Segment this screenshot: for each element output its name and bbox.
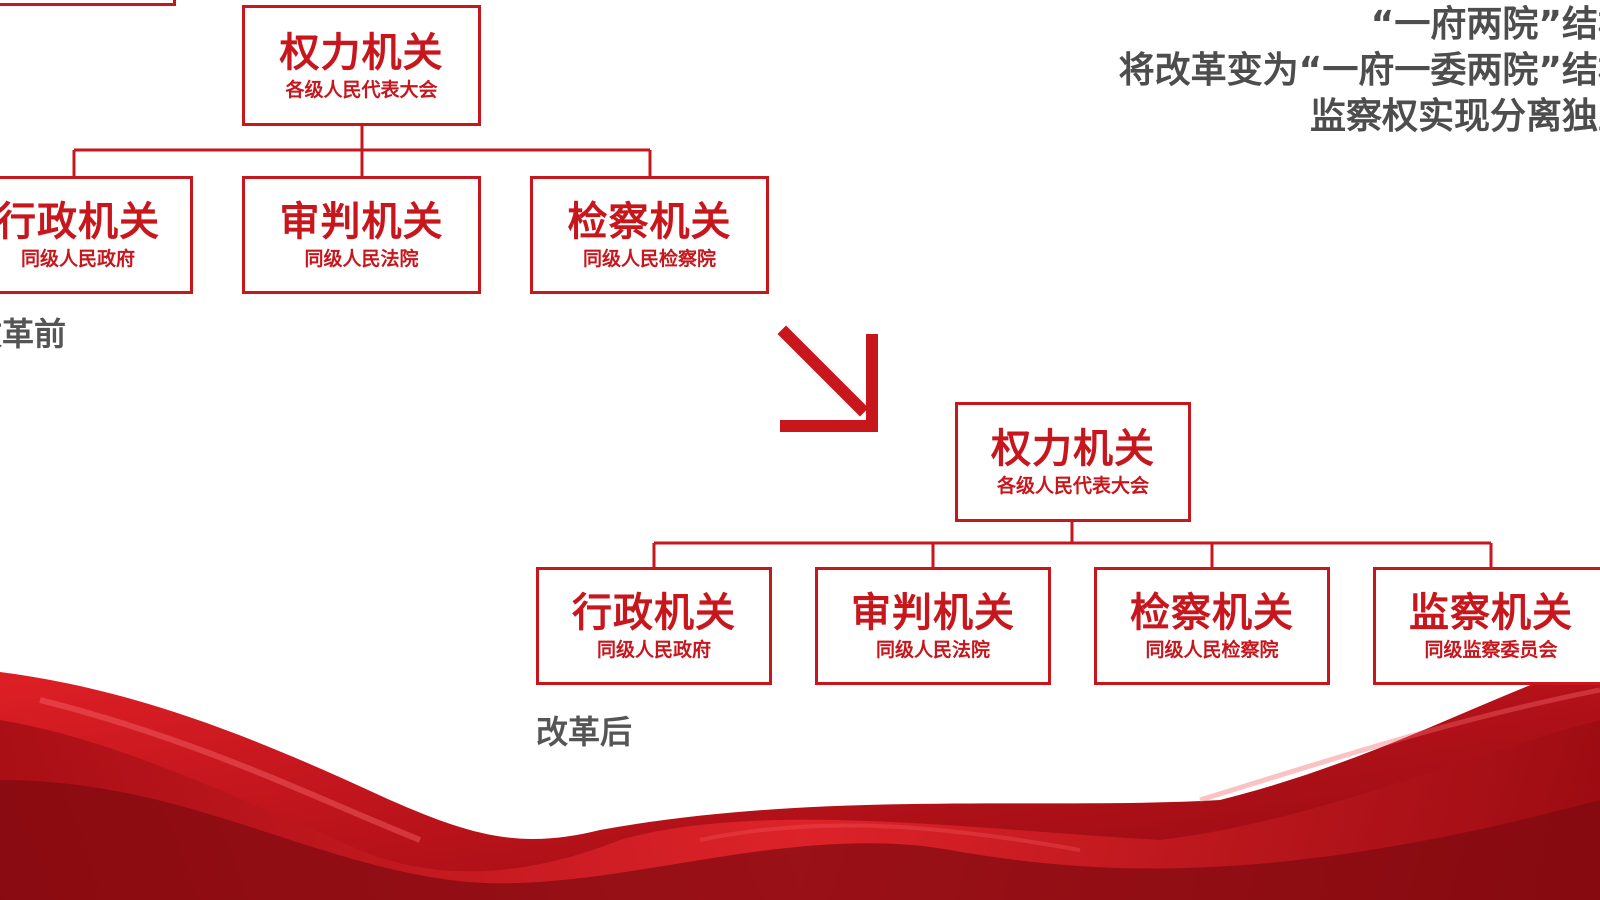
after-box-procuratorial: 检察机关 同级人民检察院 xyxy=(1094,567,1330,685)
partial-box-top-left xyxy=(0,0,176,6)
after-administrative-subtitle: 同级人民政府 xyxy=(596,639,711,661)
before-root-title: 权力机关 xyxy=(279,29,444,76)
after-root-box: 权力机关 各级人民代表大会 xyxy=(955,402,1191,522)
before-box-judicial: 审判机关 同级人民法院 xyxy=(242,176,481,294)
after-box-administrative: 行政机关 同级人民政府 xyxy=(536,567,772,685)
headline: “一府两院”结构 将改革变为“一府一委两院”结构 监察权实现分离独立 xyxy=(1119,2,1600,140)
after-administrative-title: 行政机关 xyxy=(572,590,736,636)
headline-line-1: “一府两院”结构 xyxy=(1370,4,1600,45)
after-box-judicial: 审判机关 同级人民法院 xyxy=(815,567,1051,685)
after-supervisory-title: 监察机关 xyxy=(1409,590,1573,636)
before-box-administrative: 行政机关 同级人民政府 xyxy=(0,176,193,294)
after-procuratorial-title: 检察机关 xyxy=(1130,590,1294,636)
after-root-subtitle: 各级人民代表大会 xyxy=(996,475,1149,497)
headline-line-2: 将改革变为“一府一委两院”结构 xyxy=(1118,50,1600,91)
before-administrative-title: 行政机关 xyxy=(0,199,160,245)
after-supervisory-subtitle: 同级监察委员会 xyxy=(1424,639,1558,661)
before-box-procuratorial: 检察机关 同级人民检察院 xyxy=(530,176,769,294)
after-box-supervisory: 监察机关 同级监察委员会 xyxy=(1373,567,1600,685)
after-judicial-subtitle: 同级人民法院 xyxy=(875,639,990,661)
before-root-box: 权力机关 各级人民代表大会 xyxy=(242,5,481,126)
headline-line-3: 监察权实现分离独立 xyxy=(1309,96,1600,137)
after-root-title: 权力机关 xyxy=(991,426,1155,472)
after-procuratorial-subtitle: 同级人民检察院 xyxy=(1145,639,1279,661)
before-procuratorial-title: 检察机关 xyxy=(567,199,732,245)
before-root-subtitle: 各级人民代表大会 xyxy=(285,78,438,101)
before-procuratorial-subtitle: 同级人民检察院 xyxy=(582,248,716,270)
arrow-down-right-icon xyxy=(777,325,878,432)
after-caption: 改革后 xyxy=(536,713,633,751)
before-judicial-subtitle: 同级人民法院 xyxy=(304,248,419,270)
before-administrative-subtitle: 同级人民政府 xyxy=(20,248,135,270)
after-judicial-title: 审判机关 xyxy=(851,590,1015,636)
before-judicial-title: 审判机关 xyxy=(279,199,444,245)
before-caption: 改革前 xyxy=(0,315,67,353)
